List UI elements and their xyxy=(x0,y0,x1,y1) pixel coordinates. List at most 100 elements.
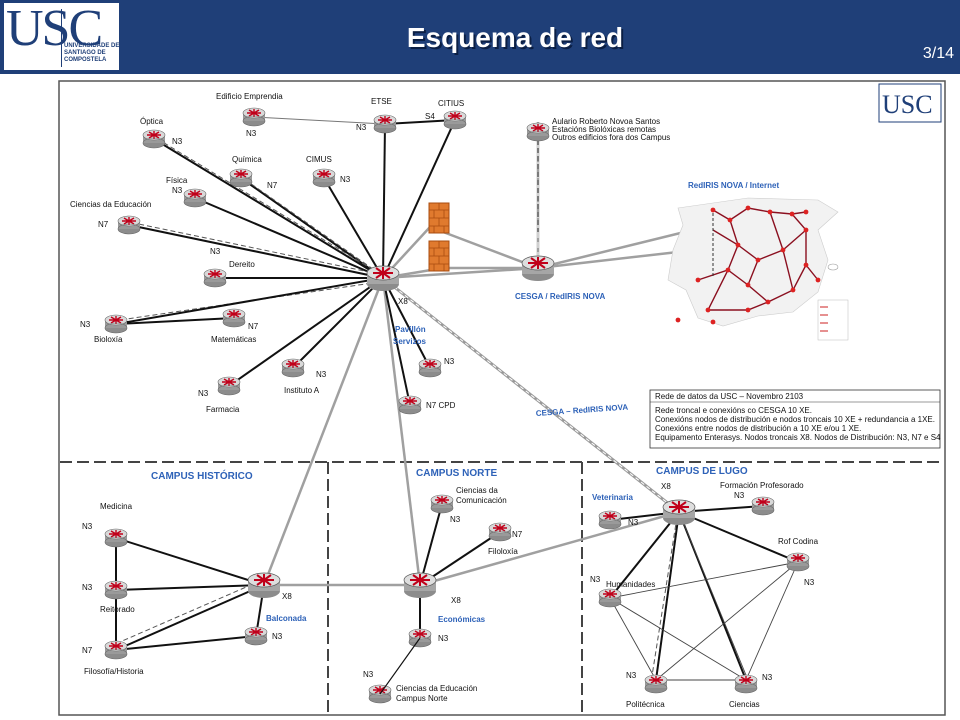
logo-subtext: UNIVERSIDADE DE SANTIAGO DE COMPOSTELA xyxy=(64,43,120,63)
network-diagram: USC xyxy=(58,80,946,716)
label-dereito: Dereito xyxy=(229,260,255,269)
svg-text:N3: N3 xyxy=(198,389,209,398)
label-economicas: Económicas xyxy=(438,615,486,624)
svg-text:N3: N3 xyxy=(590,575,601,584)
svg-text:Conexións entre nodos de distr: Conexións entre nodos de distribución a … xyxy=(655,424,861,433)
svg-text:Conexións nodos de distribució: Conexións nodos de distribución e nodos … xyxy=(655,415,935,424)
svg-text:N7: N7 xyxy=(512,530,523,539)
router-icon xyxy=(644,674,668,694)
page-number: 3/14 xyxy=(922,45,954,62)
label-bioloxia: Bioloxía xyxy=(94,335,123,344)
label-instituto-a: Instituto A xyxy=(284,386,320,395)
router-icon xyxy=(598,588,622,608)
svg-text:Comunicación: Comunicación xyxy=(456,496,507,505)
info-box: Rede de datos da USC – Novembro 2103 Red… xyxy=(649,389,941,449)
label-matematicas: Matemáticas xyxy=(211,335,256,344)
svg-text:N3: N3 xyxy=(804,578,815,587)
svg-text:Filoloxía: Filoloxía xyxy=(488,547,518,556)
label-etse: ETSE xyxy=(371,97,392,106)
svg-text:N7: N7 xyxy=(98,220,109,229)
svg-text:N3: N3 xyxy=(363,670,374,679)
svg-text:N3: N3 xyxy=(210,247,221,256)
router-icon xyxy=(229,168,253,188)
router-icon xyxy=(751,496,775,516)
svg-text:N3: N3 xyxy=(272,632,283,641)
label-fisica: Física xyxy=(166,176,188,185)
router-icon xyxy=(104,528,128,548)
inner-usc-logo: USC xyxy=(878,83,942,123)
router-icon xyxy=(598,510,622,530)
svg-text:N3: N3 xyxy=(82,583,93,592)
label-core-x8: X8 xyxy=(398,297,408,306)
rediris-map xyxy=(667,197,849,341)
svg-text:N3: N3 xyxy=(628,518,639,527)
router-icon xyxy=(117,215,141,235)
svg-text:Ciencias da: Ciencias da xyxy=(456,486,498,495)
router-icon xyxy=(242,107,266,127)
campus-norte-label: CAMPUS NORTE xyxy=(416,468,497,479)
firewall-icon xyxy=(428,202,450,234)
svg-text:N3: N3 xyxy=(316,370,327,379)
router-icon xyxy=(217,376,241,396)
svg-text:Outros edificios fora dos Camp: Outros edificios fora dos Campus xyxy=(552,133,670,142)
svg-text:Filosofía/Historia: Filosofía/Historia xyxy=(84,667,144,676)
norte-labels: Ciencias da Comunicación N3 N7 Filoloxía… xyxy=(363,486,523,703)
usc-logo: USC UNIVERSIDADE DE SANTIAGO DE COMPOSTE… xyxy=(4,0,120,70)
router-icon xyxy=(183,188,207,208)
campus-labels: CAMPUS HISTÓRICO CAMPUS NORTE CAMPUS DE … xyxy=(151,466,748,482)
economicas-router-icon xyxy=(403,572,437,599)
router-icon xyxy=(786,552,810,572)
svg-text:N3: N3 xyxy=(82,522,93,531)
info-box-title: Rede de datos da USC – Novembro 2103 xyxy=(655,392,804,401)
svg-text:N3: N3 xyxy=(626,671,637,680)
svg-text:N3: N3 xyxy=(734,491,745,500)
label-optica: Óptica xyxy=(140,117,164,126)
svg-text:N3: N3 xyxy=(444,357,455,366)
svg-text:X8: X8 xyxy=(661,482,671,491)
router-icon xyxy=(244,626,268,646)
router-icon xyxy=(281,358,305,378)
router-icon xyxy=(104,314,128,334)
core-router-icon xyxy=(366,265,400,292)
svg-text:Ciencias da Educación: Ciencias da Educación xyxy=(396,684,477,693)
svg-text:Estacións Biolóxicas remotas: Estacións Biolóxicas remotas xyxy=(552,125,656,134)
svg-text:Rede troncal e conexións co CE: Rede troncal e conexións co CESGA 10 XE. xyxy=(655,406,812,415)
svg-text:X8: X8 xyxy=(451,596,461,605)
svg-text:Equipamento Enterasys. Nodos t: Equipamento Enterasys. Nodos troncais X8… xyxy=(655,433,941,442)
label-farmacia: Farmacia xyxy=(206,405,240,414)
router-icon xyxy=(418,358,442,378)
label-pavillon: Pavillón xyxy=(395,325,426,334)
top-node-labels: Edificio Emprendia N3 ETSE N3 CITIUS S4 … xyxy=(70,92,464,414)
svg-text:Rof Codina: Rof Codina xyxy=(778,537,819,546)
label-servizos: Servizos xyxy=(393,337,426,346)
label-emprendia: Edificio Emprendia xyxy=(216,92,283,101)
router-icon xyxy=(430,494,454,514)
svg-text:Campus Norte: Campus Norte xyxy=(396,694,448,703)
router-icon xyxy=(734,674,758,694)
svg-text:N3: N3 xyxy=(80,320,91,329)
router-icon xyxy=(104,640,128,660)
svg-text:N3: N3 xyxy=(172,137,183,146)
campus-historico-label: CAMPUS HISTÓRICO xyxy=(151,469,253,482)
balconada-router-icon xyxy=(247,572,281,599)
svg-text:Humanidades: Humanidades xyxy=(606,580,655,589)
svg-text:N3: N3 xyxy=(356,123,367,132)
label-cesga: CESGA / RedIRIS NOVA xyxy=(515,292,605,301)
svg-text:S4: S4 xyxy=(425,112,435,121)
slide-title: Esquema de red xyxy=(406,22,624,53)
router-icon xyxy=(398,395,422,415)
svg-text:Ciencias: Ciencias xyxy=(729,700,760,709)
aulario-note: Aulario Roberto Novoa Santos Estacións B… xyxy=(552,117,670,142)
label-cimus: CIMUS xyxy=(306,155,332,164)
label-cpd: N7 CPD xyxy=(426,401,456,410)
svg-text:X8: X8 xyxy=(282,592,292,601)
label-veterinaria: Veterinaria xyxy=(592,493,633,502)
lugo-router-icon xyxy=(662,499,696,526)
svg-text:Aulario Roberto Novoa Santos: Aulario Roberto Novoa Santos xyxy=(552,117,660,126)
router-icon xyxy=(222,308,246,328)
router-icon xyxy=(104,580,128,600)
router-icon xyxy=(443,110,467,130)
svg-text:Politécnica: Politécnica xyxy=(626,700,665,709)
router-icon xyxy=(203,268,227,288)
svg-text:Reitorado: Reitorado xyxy=(100,605,135,614)
